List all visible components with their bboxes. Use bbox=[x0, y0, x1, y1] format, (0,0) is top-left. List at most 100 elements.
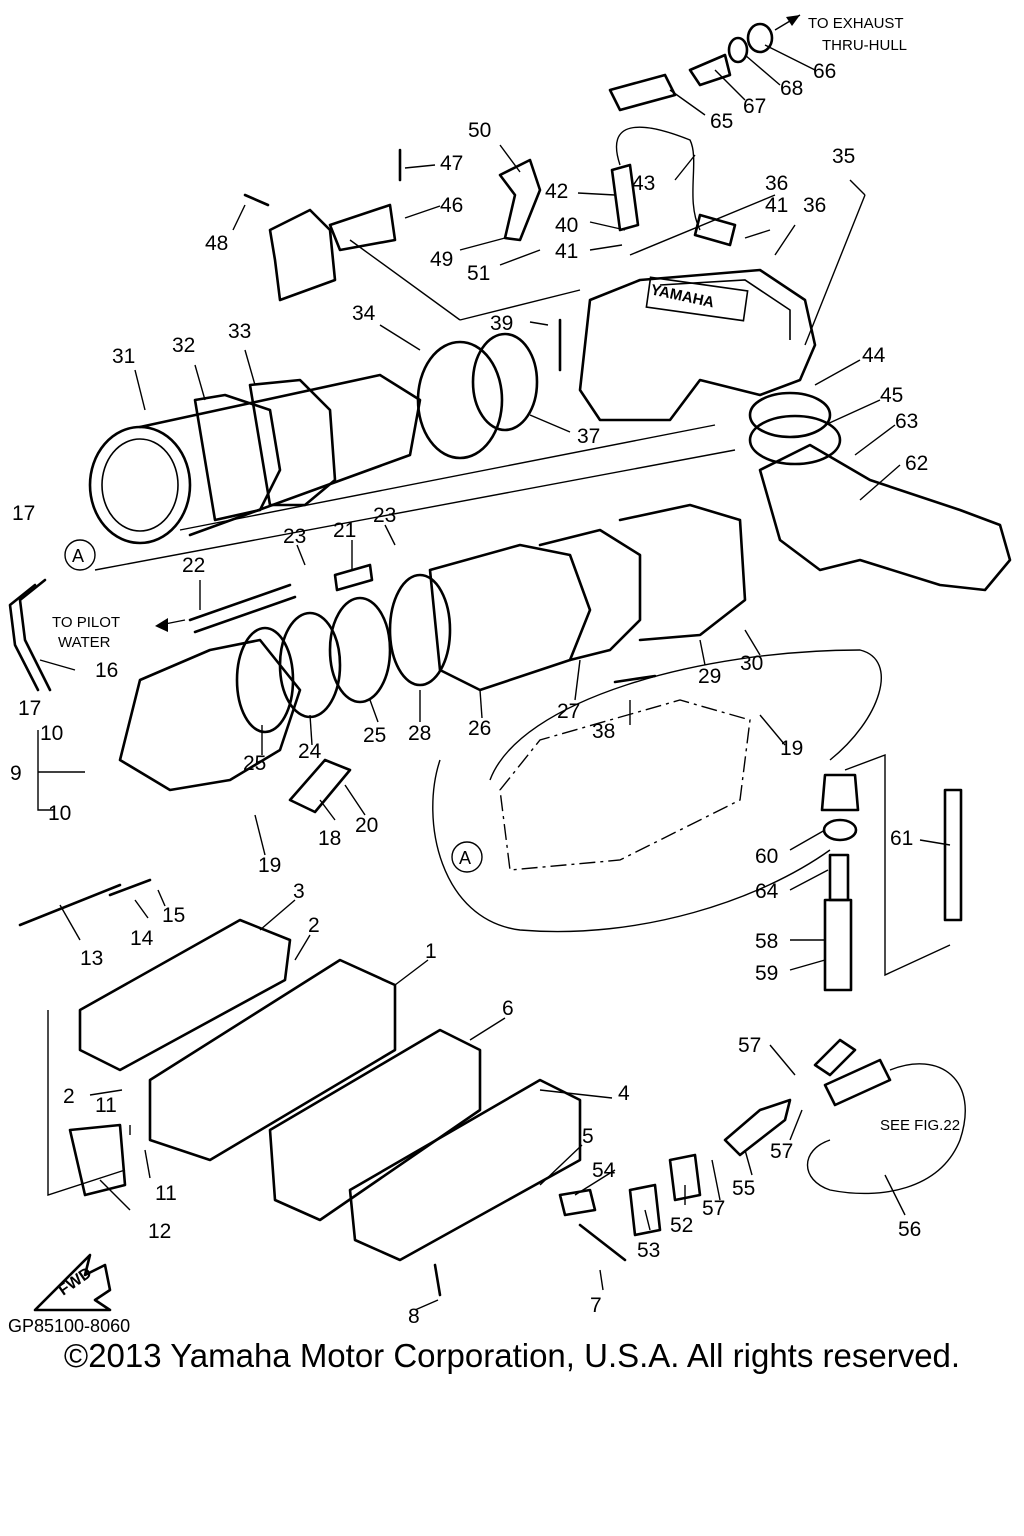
marker-a-label-1: A bbox=[72, 546, 84, 566]
callout-64: 64 bbox=[755, 880, 779, 903]
spring-42 bbox=[610, 163, 640, 232]
callout-49: 49 bbox=[430, 248, 453, 271]
callout-6: 6 bbox=[502, 997, 514, 1020]
callout-12: 12 bbox=[148, 1220, 171, 1243]
callout-44: 44 bbox=[862, 344, 886, 367]
callout-41: 41 bbox=[765, 194, 788, 217]
callout-26: 26 bbox=[468, 717, 491, 740]
engine-block-outline bbox=[499, 699, 751, 871]
exhaust-chamber bbox=[578, 268, 817, 422]
exhaust-system-exploded-diagram: YAMAHA bbox=[8, 14, 1012, 1336]
note-to-exhaust: TO EXHAUST bbox=[808, 15, 904, 32]
gasket-30 bbox=[618, 503, 747, 642]
callout-27: 27 bbox=[557, 700, 580, 723]
bracket-48 bbox=[268, 208, 337, 302]
marker-a-2 bbox=[451, 841, 483, 873]
callout-2b: 2 bbox=[63, 1085, 75, 1108]
washer-68 bbox=[727, 36, 749, 64]
callout-34: 34 bbox=[352, 302, 376, 325]
joint-21 bbox=[333, 563, 374, 592]
callout-45: 45 bbox=[880, 384, 903, 407]
callout-17b: 17 bbox=[18, 697, 41, 720]
callout-19b: 19 bbox=[780, 737, 803, 760]
callout-65: 65 bbox=[710, 110, 733, 133]
probe-61 bbox=[943, 788, 963, 922]
gasket-3 bbox=[78, 918, 292, 1072]
hose-50 bbox=[498, 158, 542, 242]
callout-8: 8 bbox=[408, 1305, 420, 1328]
callout-11b: 11 bbox=[155, 1182, 177, 1205]
leader-lines bbox=[38, 44, 951, 1311]
callout-4: 4 bbox=[618, 1082, 630, 1105]
callout-54: 54 bbox=[592, 1159, 616, 1182]
hose-59 bbox=[823, 898, 853, 992]
callout-53: 53 bbox=[637, 1239, 660, 1262]
callout-37: 37 bbox=[577, 425, 600, 448]
hose-53 bbox=[628, 1183, 662, 1237]
callout-55: 55 bbox=[732, 1177, 755, 1200]
callout-59: 59 bbox=[755, 962, 778, 985]
callout-19: 19 bbox=[258, 854, 281, 877]
brand-mark: YAMAHA bbox=[649, 281, 716, 311]
gasket-33 bbox=[248, 378, 337, 507]
hose-65 bbox=[608, 73, 677, 112]
callout-23b: 23 bbox=[373, 504, 396, 527]
callout-2: 2 bbox=[308, 914, 320, 937]
callout-43: 43 bbox=[632, 172, 655, 195]
callout-29: 29 bbox=[698, 665, 721, 688]
tube-26 bbox=[428, 543, 592, 692]
joint-55 bbox=[723, 1098, 792, 1157]
callout-39: 39 bbox=[490, 312, 513, 335]
callout-68: 68 bbox=[780, 77, 803, 100]
fitting-58 bbox=[828, 853, 850, 902]
marker-a-1 bbox=[64, 539, 96, 571]
callout-3: 3 bbox=[293, 880, 305, 903]
callout-5: 5 bbox=[582, 1125, 594, 1148]
callout-18: 18 bbox=[318, 827, 341, 850]
callout-42: 42 bbox=[545, 180, 568, 203]
callout-35: 35 bbox=[832, 145, 855, 168]
callout-67: 67 bbox=[743, 95, 766, 118]
callout-30: 30 bbox=[740, 652, 763, 675]
callout-58: 58 bbox=[755, 930, 778, 953]
callout-20: 20 bbox=[355, 814, 378, 837]
callout-50: 50 bbox=[468, 119, 491, 142]
bolts bbox=[18, 148, 657, 1297]
callout-51: 51 bbox=[467, 262, 490, 285]
callout-15: 15 bbox=[162, 904, 185, 927]
callout-46: 46 bbox=[440, 194, 463, 217]
cap-60 bbox=[820, 773, 860, 812]
pilot-water-arrow-icon bbox=[155, 618, 168, 632]
callout-60: 60 bbox=[755, 845, 778, 868]
callout-66: 66 bbox=[813, 60, 836, 83]
drawing-code: GP85100-8060 bbox=[8, 1316, 130, 1336]
callout-32: 32 bbox=[172, 334, 195, 357]
callout-57: 57 bbox=[738, 1034, 761, 1057]
gasket-6 bbox=[268, 1028, 482, 1222]
callout-31: 31 bbox=[112, 345, 135, 368]
callout-25b: 25 bbox=[363, 724, 386, 747]
callout-10: 10 bbox=[40, 722, 63, 745]
notes: TO EXHAUST THRU-HULL TO PILOT WATER SEE … bbox=[8, 15, 960, 1336]
forward-arrow-icon bbox=[33, 1253, 112, 1312]
note-thru-hull: THRU-HULL bbox=[822, 37, 907, 54]
callout-17: 17 bbox=[12, 502, 35, 525]
callout-52: 52 bbox=[670, 1214, 693, 1237]
callout-22: 22 bbox=[182, 554, 205, 577]
note-water: WATER bbox=[58, 634, 111, 651]
hose-22 bbox=[188, 583, 292, 622]
callout-47: 47 bbox=[440, 152, 463, 175]
callout-36: 36 bbox=[765, 172, 788, 195]
tube-27 bbox=[538, 528, 642, 662]
callout-13: 13 bbox=[80, 947, 103, 970]
callout-33: 33 bbox=[228, 320, 251, 343]
exhaust-arrow-icon bbox=[786, 15, 800, 26]
callout-24: 24 bbox=[298, 740, 322, 763]
marker-a-label-2: A bbox=[459, 848, 471, 868]
callout-41b: 41 bbox=[555, 240, 578, 263]
note-see-fig: SEE FIG.22 bbox=[880, 1117, 960, 1134]
note-to-pilot: TO PILOT bbox=[52, 614, 120, 631]
gasket-34 bbox=[416, 340, 504, 460]
callout-57b: 57 bbox=[770, 1140, 793, 1163]
manifold-1 bbox=[148, 958, 397, 1162]
